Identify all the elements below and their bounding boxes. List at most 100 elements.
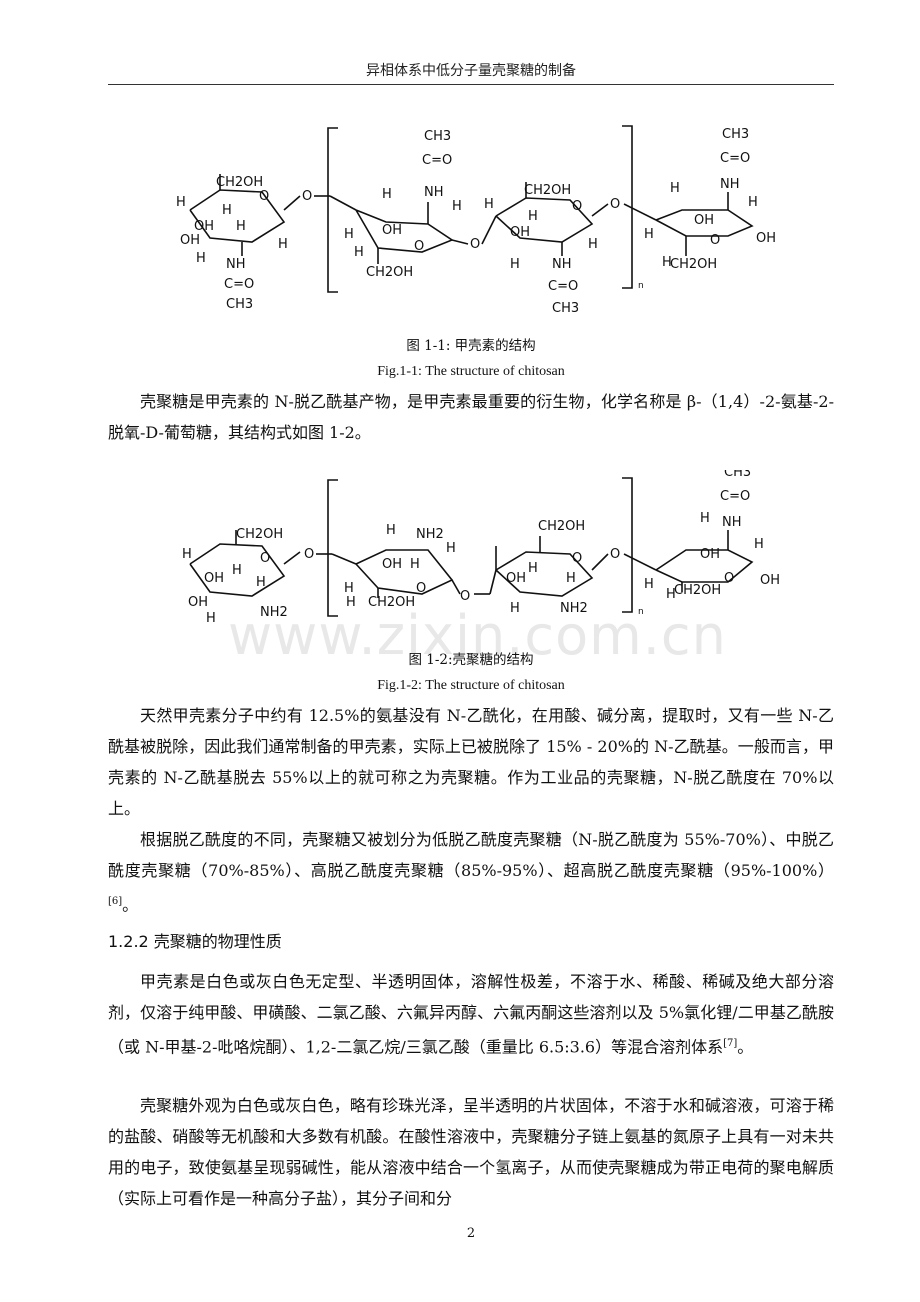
label-ch2oh-1: CH2OH [216,175,263,190]
label-h: H [510,257,520,272]
label-h: H [566,571,576,586]
label-oh: OH [188,595,208,610]
figure-1-caption-en: Fig.1-1: The structure of chitosan [377,364,565,379]
label-o-ring-2: O [414,239,424,254]
label-ch3: CH3 [724,470,751,480]
label-h: H [748,195,758,210]
label-h: H [222,203,232,218]
label-h: H [232,563,242,578]
label-h: H [344,227,354,242]
label-h: H [452,199,462,214]
label-ch2oh-2: CH2OH [368,595,415,610]
label-oh: OH [194,219,214,234]
label-oh: OH [700,547,720,562]
paragraph-chitosan-properties: 壳聚糖外观为白色或灰白色，略有珍珠光泽，呈半透明的片状固体，不溶于水和碱溶液，可… [108,1096,834,1208]
label-ch3: CH3 [424,129,451,144]
label-h: H [588,237,598,252]
label-o-ring-3: O [572,551,582,566]
label-h: H [382,187,392,202]
label-oh: OH [694,213,714,228]
label-h: H [662,255,672,270]
classification-end: 。 [122,895,139,915]
label-o-link: O [610,197,620,212]
label-h: H [644,577,654,592]
chitin-structure-diagram: CH2OH O H OH OH H H H H NH C=O CH3 O H O… [176,125,776,316]
paragraph-chitin-properties: 甲壳素是白色或灰白色无定型、半透明固体，溶解性极差，不溶于水、稀酸、稀碱及绝大部… [108,966,834,1062]
label-n: n [638,281,644,291]
classification-text: 根据脱乙酰度的不同，壳聚糖又被划分为低脱乙酰度壳聚糖（N-脱乙酰度为 55%-7… [108,830,834,880]
label-oh: OH [510,225,530,240]
label-h: H [484,197,494,212]
ring-3 [495,551,594,597]
label-o-link: O [304,547,314,562]
label-co: C=O [224,277,254,292]
label-oh: OH [756,231,776,246]
label-o-ring-3: O [572,199,582,214]
label-o-link: O [460,589,470,604]
label-co: C=O [720,489,750,504]
label-h: H [754,537,764,552]
label-oh: OH [180,233,200,248]
label-ch2oh-4: CH2OH [670,257,717,272]
label-h: H [510,601,520,616]
repeat-bracket-right [622,477,633,613]
label-h: H [410,557,420,572]
paragraph-chitosan-definition: 壳聚糖是甲壳素的 N-脱乙酰基产物，是甲壳素最重要的衍生物，化学名称是 β-（1… [108,392,834,442]
figure-1-caption-zh: 图 1-1: 甲壳素的结构 [406,338,536,354]
label-h: H [666,587,676,602]
paragraph-classification: 根据脱乙酰度的不同，壳聚糖又被划分为低脱乙酰度壳聚糖（N-脱乙酰度为 55%-7… [108,824,834,920]
label-h: H [354,245,364,260]
label-h: H [528,209,538,224]
section-heading: 1.2.2 壳聚糖的物理性质 [108,932,282,951]
label-oh: OH [204,571,224,586]
label-ch3: CH3 [552,301,579,316]
page-number: 2 [466,1226,476,1241]
repeat-bracket-left [327,127,338,293]
label-ch2oh-2: CH2OH [366,265,413,280]
ring-2 [355,209,454,253]
label-o-ring-1: O [260,551,270,566]
chitosan-structure-diagram: CH2OH O H OH OH H H H NH2 O H H NH2 OH H… [182,470,780,626]
label-oh: OH [382,223,402,238]
label-co: C=O [548,279,578,294]
label-nh: NH [226,257,246,272]
label-o-link: O [610,547,620,562]
label-h: H [256,575,266,590]
label-ch2oh-3: CH2OH [524,183,571,198]
label-oh: OH [506,571,526,586]
label-ch2oh-4: CH2OH [674,583,721,598]
chitin-properties-end: 。 [737,1037,754,1057]
label-h: H [206,611,216,626]
label-h: H [236,219,246,234]
label-ch2oh-1: CH2OH [236,527,283,542]
label-ch2oh-3: CH2OH [538,519,585,534]
label-oh: OH [760,573,780,588]
label-h: H [670,181,680,196]
label-o-ring-2: O [416,581,426,596]
ring-1 [189,189,286,243]
label-nh: NH [424,185,444,200]
label-nh2: NH2 [560,601,588,616]
chitin-properties-text: 甲壳素是白色或灰白色无定型、半透明固体，溶解性极差，不溶于水、稀酸、稀碱及绝大部… [108,972,834,1057]
label-h: H [386,523,396,538]
header-rule [108,84,834,85]
label-nh2: NH2 [416,527,444,542]
label-oh: OH [382,557,402,572]
repeat-bracket-left [327,479,338,617]
label-h: H [278,237,288,252]
label-o-ring-4: O [724,571,734,586]
citation-7: [7] [723,1038,738,1049]
running-header: 异相体系中低分子量壳聚糖的制备 [366,63,576,79]
ring-1 [189,543,286,597]
label-nh: NH [722,515,742,530]
label-o-ring-4: O [710,233,720,248]
watermark-text: www.zixin.com.cn [228,604,727,667]
label-h: H [346,595,356,610]
label-ch3: CH3 [722,127,749,142]
label-h: H [176,195,186,210]
citation-6: [6] [108,896,123,907]
figure-2-caption-en: Fig.1-2: The structure of chitosan [377,678,565,693]
label-h: H [700,511,710,526]
label-o-link: O [470,237,480,252]
label-h: H [644,227,654,242]
